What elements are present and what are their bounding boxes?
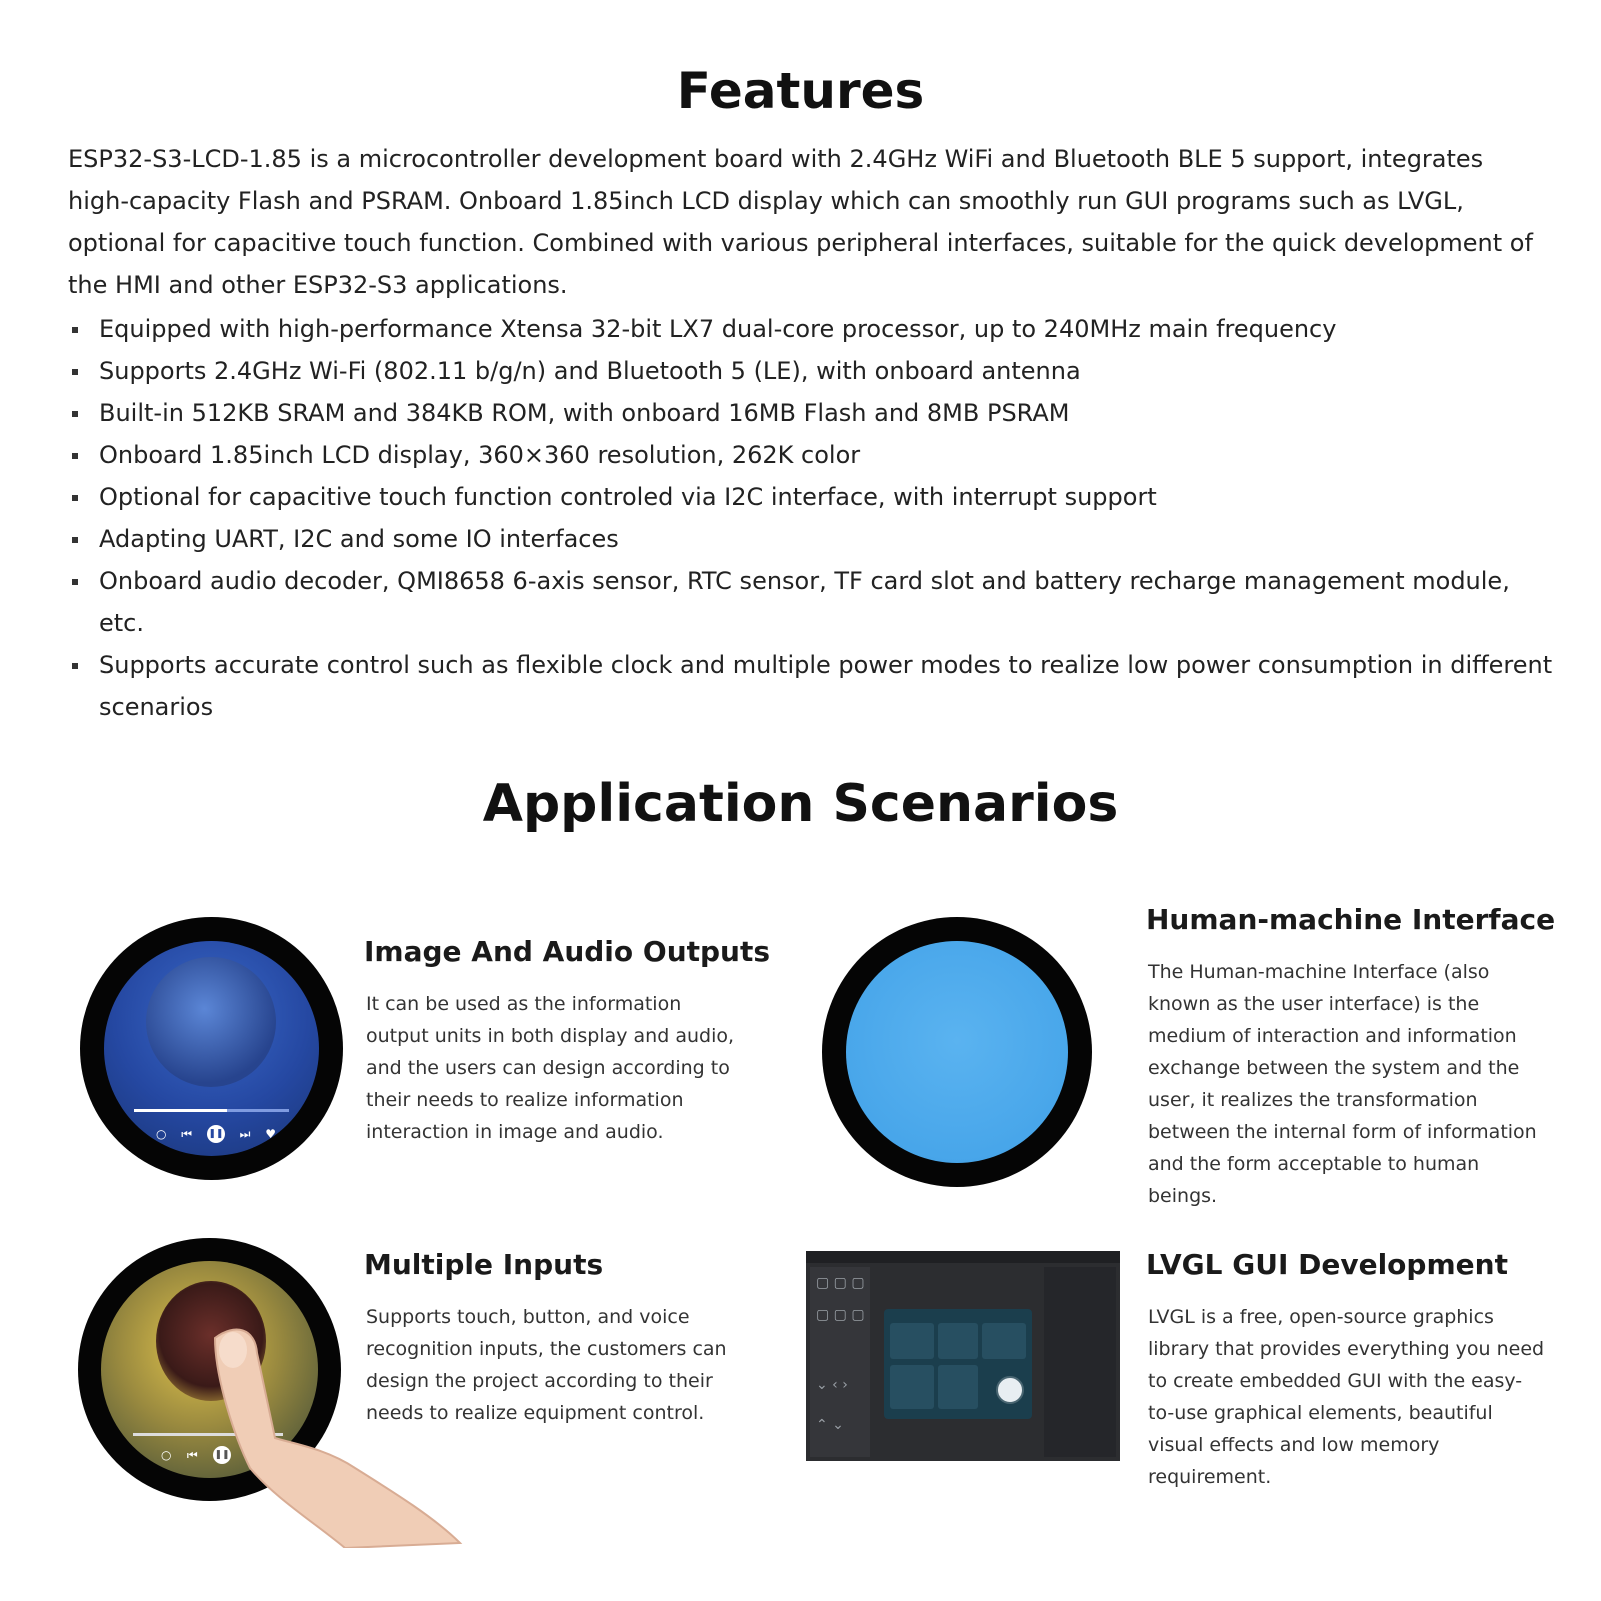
lcd-screen: ○ ⏮ ❚❚ ⏭ ♥ (104, 941, 319, 1156)
editor-widget-panel: ▢ ▢ ▢ ▢ ▢ ▢ ⌄ ‹ › ⌃ ⌄ (810, 1267, 870, 1457)
bullet-icon (72, 369, 78, 375)
bullet-icon (72, 495, 78, 501)
next-icon: ⏭ (239, 1126, 251, 1141)
list-item: Supports 2.4GHz Wi-Fi (802.11 b/g/n) and… (68, 350, 1558, 392)
canvas-tile (938, 1365, 978, 1409)
round-lcd-blue-screen-icon (822, 917, 1092, 1187)
canvas-tile (982, 1323, 1026, 1359)
widget-icons: ▢ ▢ ▢ (816, 1275, 865, 1291)
canvas-tile (890, 1365, 934, 1409)
dial-icon (996, 1376, 1024, 1404)
repeat-icon: ○ (161, 1448, 172, 1462)
card-title-inputs: Multiple Inputs (364, 1248, 604, 1281)
heart-icon: ♥ (265, 1127, 276, 1141)
canvas-tile (938, 1323, 978, 1359)
repeat-icon: ○ (156, 1127, 167, 1141)
list-item: Equipped with high-performance Xtensa 32… (68, 308, 1558, 350)
list-item: Optional for capacitive touch function c… (68, 476, 1558, 518)
round-lcd-music-player-icon: ○ ⏮ ❚❚ ⏭ ♥ (80, 917, 343, 1180)
list-item-text: Supports 2.4GHz Wi-Fi (802.11 b/g/n) and… (99, 357, 1081, 385)
player-controls: ○ ⏮ ❚❚ (161, 1445, 231, 1465)
list-item-text: Optional for capacitive touch function c… (99, 483, 1157, 511)
list-item: Built-in 512KB SRAM and 384KB ROM, with … (68, 392, 1558, 434)
features-list: Equipped with high-performance Xtensa 32… (68, 308, 1558, 728)
card-text-inputs: Supports touch, button, and voice recogn… (366, 1306, 727, 1424)
card-title-image-audio: Image And Audio Outputs (364, 935, 771, 968)
card-text-image-audio: It can be used as the information output… (366, 993, 735, 1143)
list-item-text: Adapting UART, I2C and some IO interface… (99, 525, 619, 553)
arrow-icons: ⌃ ⌄ (816, 1417, 844, 1433)
progress-bar (134, 1109, 289, 1112)
list-item-text: Built-in 512KB SRAM and 384KB ROM, with … (99, 399, 1070, 427)
card-text-lvgl: LVGL is a free, open-source graphics lib… (1148, 1306, 1545, 1488)
album-art (146, 957, 276, 1087)
card-title-lvgl: LVGL GUI Development (1146, 1248, 1508, 1281)
features-intro: ESP32-S3-LCD-1.85 is a microcontroller d… (68, 145, 1533, 299)
pause-icon: ❚❚ (212, 1446, 231, 1464)
lvgl-editor-screenshot-icon: ▢ ▢ ▢ ▢ ▢ ▢ ⌄ ‹ › ⌃ ⌄ (806, 1251, 1120, 1461)
list-item: Onboard 1.85inch LCD display, 360×360 re… (68, 434, 1558, 476)
editor-properties-panel (1044, 1267, 1116, 1457)
bullet-icon (72, 579, 78, 585)
list-item-text: Onboard audio decoder, QMI8658 6-axis se… (99, 567, 1510, 637)
editor-canvas (884, 1309, 1032, 1419)
list-item-text: Onboard 1.85inch LCD display, 360×360 re… (99, 441, 861, 469)
editor-toolbar (806, 1251, 1120, 1263)
list-item-text: Equipped with high-performance Xtensa 32… (99, 315, 1337, 343)
list-item-text: Supports accurate control such as flexib… (99, 651, 1553, 721)
bullet-icon (72, 663, 78, 669)
bullet-icon (72, 327, 78, 333)
list-item: Adapting UART, I2C and some IO interface… (68, 518, 1558, 560)
prev-icon: ⏮ (181, 1126, 193, 1141)
bullet-icon (72, 453, 78, 459)
list-item: Onboard audio decoder, QMI8658 6-axis se… (68, 560, 1558, 644)
widget-icons: ▢ ▢ ▢ (816, 1307, 865, 1323)
prev-icon: ⏮ (186, 1447, 198, 1462)
progress-bar (133, 1433, 283, 1436)
arrow-icons: ⌄ ‹ › (816, 1377, 848, 1393)
player-controls: ○ ⏮ ❚❚ ⏭ ♥ (156, 1124, 276, 1144)
card-text-hmi: The Human-machine Interface (also known … (1148, 961, 1537, 1207)
finger-icon (213, 1328, 463, 1548)
card-title-hmi: Human-machine Interface (1146, 903, 1556, 936)
canvas-tile (890, 1323, 934, 1359)
round-lcd-touch-icon: ○ ⏮ ❚❚ (78, 1238, 341, 1501)
features-heading: Features (676, 62, 925, 120)
list-item: Supports accurate control such as flexib… (68, 644, 1558, 728)
scenarios-heading: Application Scenarios (482, 774, 1119, 834)
pause-icon: ❚❚ (206, 1125, 225, 1143)
lcd-screen (846, 941, 1068, 1163)
bullet-icon (72, 411, 78, 417)
bullet-icon (72, 537, 78, 543)
